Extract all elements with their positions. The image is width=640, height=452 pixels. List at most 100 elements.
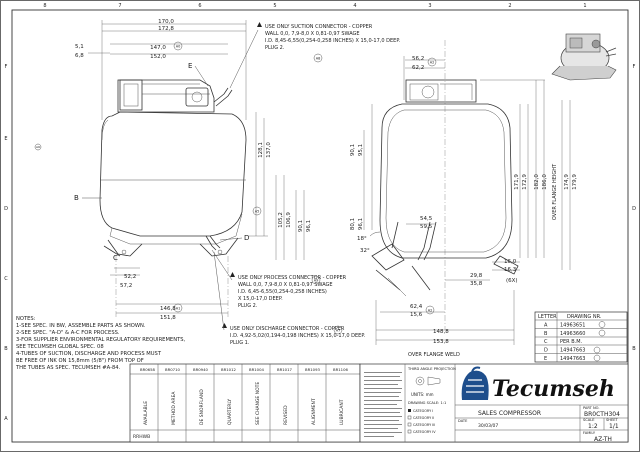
dim-172-9: 172,9: [522, 174, 528, 190]
process-line-3: I.D. 6,45-6,55(0,254-0,258 INCHES): [238, 289, 327, 295]
front-view: 56,2 62,2 A2 90,1 95,1 80,1 96,1 18° 32°…: [350, 40, 578, 358]
scale-value: 1:2: [588, 423, 598, 430]
dim-148-8: 148,8: [433, 329, 449, 335]
rev-desc-1: AVAILABLE: [143, 401, 149, 425]
units-label: UNITS: mm: [411, 392, 434, 397]
zone-col-8: 8: [43, 3, 46, 9]
dim-174-9: 174,9: [564, 174, 570, 190]
category-4: CATEGORY IV: [413, 430, 436, 434]
dim-w-152: 152,0: [150, 54, 166, 60]
zone-col-1: 1: [583, 3, 586, 9]
process-line-5: PLUG 2.: [238, 303, 258, 309]
part-no-value: BR0CTH304: [584, 411, 620, 418]
discharge-line-2: I.D. 4,92-5,02(0,194-0,198 INCHES) X 15,…: [230, 333, 366, 339]
dim-h-128: 128,1: [258, 142, 264, 158]
title-block: THIRD ANGLE PROJECTION UNITS: mm DRAWING…: [359, 363, 629, 443]
zone-row-c: D: [4, 206, 8, 212]
rev-tag-3: BR0940: [193, 367, 208, 372]
balloon-a6: A6: [36, 145, 40, 149]
dim-153-8: 153,8: [433, 339, 449, 345]
suction-line-4: PLUG 2.: [265, 45, 285, 51]
dim-62-2: 62,2: [412, 65, 424, 71]
notes-title: NOTES:: [16, 316, 36, 322]
discharge-line-1: USE ONLY DISCHARGE CONNECTOR - COPPER: [230, 326, 345, 332]
balloon-a2: A2: [430, 61, 435, 65]
process-line-1: USE ONLY PROCESS CONNECTOR - COPPER: [238, 275, 347, 281]
zone-col-7: 7: [118, 3, 121, 9]
note-line-4: SEE TECUMSEH GLOBAL SPEC. 08: [16, 344, 104, 350]
note-line-3: 3-FOR SUPPLIER ENVIRONMENTAL REGULATORY …: [16, 337, 186, 343]
dim-6x: (6X): [506, 278, 518, 284]
label-d: D: [244, 234, 249, 242]
zone-row-a-right: F: [633, 64, 636, 70]
zone-col-2: 2: [508, 3, 511, 9]
category-3: CATEGORY III: [413, 423, 435, 427]
row-d-letter: D: [544, 348, 548, 354]
rev-desc-3: DE SNORFLAND: [199, 389, 205, 425]
zone-col-4: 4: [353, 3, 356, 9]
discharge-line-3: PLUG 1.: [230, 340, 250, 346]
note-line-6: BE FREE OF INK ON 15,8mm (5/8") FROM TOP…: [16, 358, 144, 364]
row-a-letter: A: [544, 323, 548, 329]
dim-182: 182,0: [534, 174, 540, 190]
dim-56-2: 56,2: [412, 56, 424, 62]
zone-row-f: A: [4, 416, 8, 422]
balloon-a1: A1: [176, 307, 181, 311]
process-line-2: WALL 0,0, 7,9-8,0 X 0,81-0,97 SWAGE: [238, 282, 333, 288]
note-line-1: 1-SEE SPEC. IN BW, ASSEMBLE PARTS AS SHO…: [16, 323, 146, 329]
rev-tag-8: BR1106: [333, 367, 348, 372]
suction-line-3: I.D. 8,45-6,55(0,254-0,258 INCHES) X 15,…: [265, 38, 401, 44]
dim-80-1: 80,1: [350, 218, 356, 230]
balloon-a7-label: A7: [336, 329, 341, 333]
rev-desc-4: QUARTERLY: [227, 399, 233, 425]
date-value: 30/03/07: [478, 423, 498, 429]
dim-h-961: 96,1: [306, 220, 312, 232]
dim-96-1b: 96,1: [358, 218, 364, 230]
part-no-label: PART NO.: [583, 406, 599, 410]
rev-tag-5: BR1004: [249, 367, 264, 372]
dim-29-8: 29,8: [470, 273, 483, 279]
balloon-a0: A0: [176, 45, 181, 49]
zone-col-5: 5: [273, 3, 276, 9]
balloon-a8: [313, 53, 323, 63]
note-line-7: THE TUBES AS SPEC. TECUMSEH #A-84.: [15, 365, 121, 371]
balloon-a7: [333, 325, 343, 335]
third-angle-projection: THIRD ANGLE PROJECTION: [407, 367, 456, 371]
zone-row-e: B: [4, 346, 8, 352]
dim-62-4: 62,4: [410, 304, 423, 310]
sheet-label: SHEET: [606, 418, 619, 422]
zone-row-b: E: [4, 136, 7, 142]
dim-95-1: 95,1: [358, 144, 364, 156]
category-1: CATEGORY I: [413, 409, 433, 413]
process-line-4: X 15,0-17,0 DEEP.: [238, 296, 283, 302]
rev-tag-1: BR0658: [140, 367, 155, 372]
angle-18: 18°: [357, 236, 367, 242]
dim-h-105: 105,2: [278, 212, 284, 228]
angle-32: 32°: [360, 248, 370, 254]
family-value: AZ-TH: [594, 436, 612, 443]
drawing-title: SALES COMPRESSOR: [478, 410, 541, 417]
row-c-drawing: PER B.M.: [560, 339, 583, 345]
row-a-drawing: 14963651: [560, 323, 585, 329]
isometric-compressor-thumbnail: [551, 33, 617, 81]
label-e: E: [188, 62, 192, 70]
note-line-2: 2-SEE SPEC. "A-D" & A-C FOR PROCESS.: [16, 330, 120, 336]
rev-desc-8: LUBRICANT: [339, 399, 345, 425]
dim-54-5: 54,5: [420, 216, 433, 222]
rev-tag-6: BR1017: [277, 367, 292, 372]
dim-90-1: 90,1: [350, 144, 356, 156]
note-line-5: 4-TUBES OF SUCTION, DISCHARGE AND PROCES…: [16, 351, 162, 357]
scale-label: SCALE: [583, 418, 595, 422]
discharge-callout: USE ONLY DISCHARGE CONNECTOR - COPPER I.…: [213, 251, 366, 346]
dim-6-8: 6,8: [75, 53, 84, 59]
dim-171-9: 171,9: [514, 174, 520, 190]
label-b: B: [74, 194, 79, 202]
dim-w-172: 172,8: [158, 26, 174, 32]
suction-callout: USE ONLY SUCTION CONNECTOR - COPPER WALL…: [229, 22, 401, 89]
row-b-letter: B: [544, 331, 548, 337]
label-over-flange-height: OVER FLANGE HEIGHT: [552, 163, 558, 220]
process-callout: USE ONLY PROCESS CONNECTOR - COPPER WALL…: [211, 249, 347, 309]
zone-col-6: 6: [198, 3, 201, 9]
label-c: C: [113, 254, 118, 262]
dim-52: 52,2: [124, 274, 136, 280]
